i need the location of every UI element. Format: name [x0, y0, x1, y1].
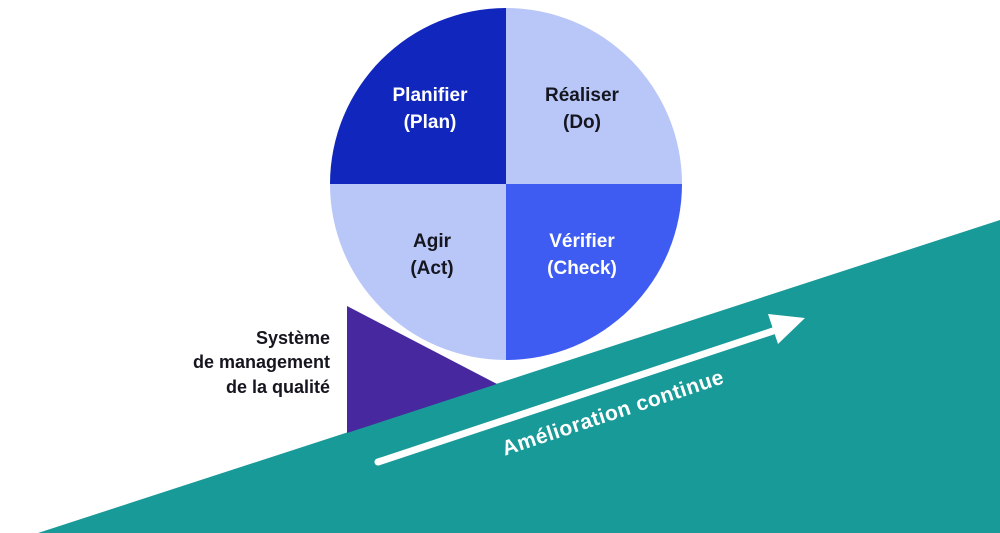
pdca-cycle: Planifier (Plan) Réaliser (Do) Agir (Act…: [330, 8, 682, 360]
quadrant-do-label: Réaliser (Do): [545, 85, 619, 133]
arrow-head-icon: [768, 314, 805, 344]
arrow-shaft-icon: [374, 326, 780, 466]
quality-system-label: Système de management de la qualité: [192, 328, 330, 397]
quadrant-plan-label: Planifier (Plan): [392, 85, 468, 133]
quality-wedge: [347, 306, 497, 433]
improvement-slope: [38, 220, 1000, 533]
improvement-arrow-icon: [374, 314, 805, 466]
quadrant-check-label: Vérifier (Check): [547, 231, 617, 279]
quadrant-act-label: Agir (Act): [410, 231, 454, 279]
